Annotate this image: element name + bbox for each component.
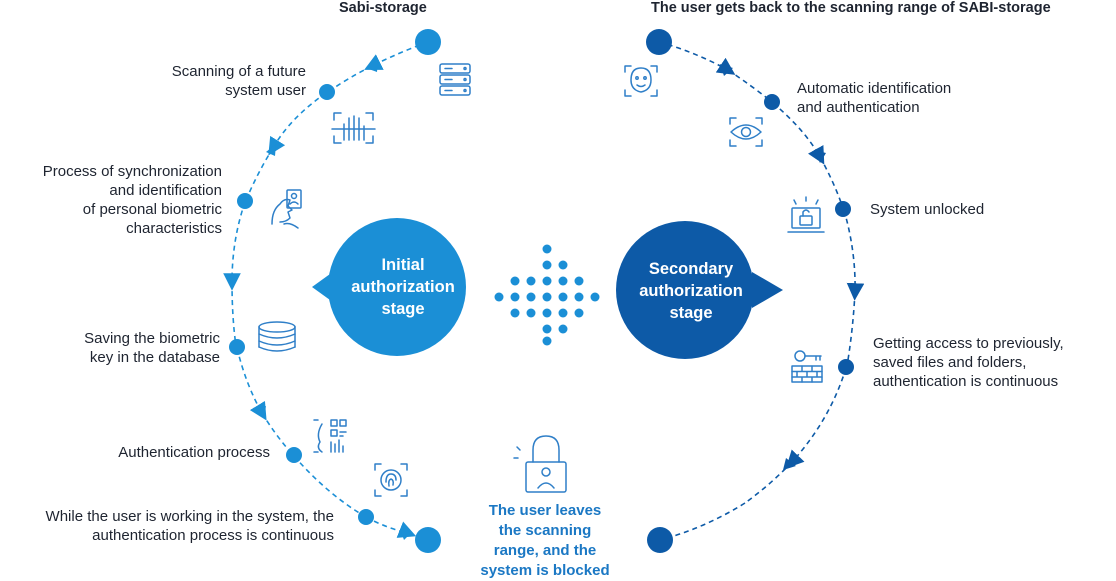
face-profile-id-icon [271,189,302,229]
left-step-4-label: Authentication process [118,444,270,461]
secondary-stage-circle [616,221,783,359]
unlocked-laptop-icon [787,196,825,233]
end-node-left [415,527,441,553]
initial-stage-circle [312,218,466,356]
step-node-2 [237,193,253,209]
qr-face-scan-icon [313,419,347,453]
left-step-2-label: Process of synchronization and identific… [42,163,222,237]
step-node-r3 [838,359,854,375]
dot-arrow [494,244,600,346]
initial-stage-label: Initial authorization stage [351,256,455,318]
left-step-3-label: Saving the biometric key in the database [84,330,220,366]
step-node-4 [286,447,302,463]
step-node-r1 [764,94,780,110]
right-step-2-label: System unlocked [870,201,985,218]
fingerprint-scan-icon [374,463,408,497]
face-id-icon [624,65,658,97]
right-step-1-label: Automatic identification and authenticat… [797,80,952,116]
padlock-user-icon [513,435,567,493]
left-nodes [229,29,441,553]
database-server-icon [439,63,471,96]
header-left: Sabi-storage [339,0,427,16]
path-arrowheads [227,60,860,540]
palm-scan-icon [331,112,376,144]
database-stack-icon [258,321,296,352]
key-firewall-icon [791,350,823,383]
step-node-1 [319,84,335,100]
left-step-5-label: While the user is working in the system,… [45,508,334,544]
left-step-1-label: Scanning of a future system user [171,63,306,99]
start-node-right [646,29,672,55]
header-right: The user gets back to the scanning range… [651,0,1051,16]
step-node-3 [229,339,245,355]
eye-scan-icon [729,117,763,147]
secondary-stage-label: Secondary authorization stage [639,260,743,322]
bottom-note: The user leaves the scanning range, and … [480,502,610,579]
step-node-5 [358,509,374,525]
right-step-3-label: Getting access to previously, saved file… [873,335,1064,390]
end-node-right [647,527,673,553]
start-node-left [415,29,441,55]
step-node-r2 [835,201,851,217]
right-nodes [646,29,854,553]
